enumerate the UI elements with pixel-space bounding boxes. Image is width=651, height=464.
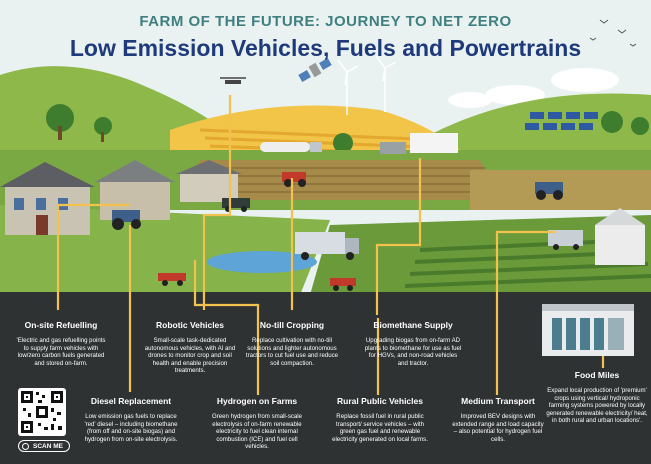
drone-icon bbox=[220, 77, 246, 84]
topic-description: Improved BEV designs with extended range… bbox=[452, 413, 544, 443]
wind-turbines bbox=[337, 55, 397, 115]
topic-on-site-refuelling: On-site Refuelling 'Electric and gas ref… bbox=[15, 320, 107, 367]
topic-title: Biomethane Supply bbox=[373, 320, 453, 330]
topic-description: Replace cultivation with no-till solutio… bbox=[245, 337, 339, 367]
topic-robotic-vehicles: Robotic Vehicles Small-scale task-dedica… bbox=[140, 320, 240, 375]
topic-title: Diesel Replacement bbox=[90, 396, 172, 406]
scan-me-label: SCAN ME bbox=[33, 443, 63, 450]
cloud bbox=[551, 68, 619, 92]
van-icon bbox=[548, 230, 583, 250]
tractor-icon bbox=[112, 210, 141, 230]
tractor-blue-right-icon bbox=[535, 182, 563, 200]
outbuilding bbox=[176, 160, 242, 202]
storage-building bbox=[380, 133, 458, 154]
topic-title: Medium Transport bbox=[461, 396, 535, 406]
topic-description: Upgrading biogas from on-farm AD plants … bbox=[364, 337, 462, 367]
topic-title: No-till Cropping bbox=[259, 320, 325, 330]
topic-description: Replace fossil fuel in rural public tran… bbox=[332, 413, 428, 443]
cloud bbox=[485, 85, 545, 105]
connector-lines bbox=[56, 95, 605, 395]
crop-rows-lines bbox=[184, 167, 497, 193]
topic-no-till-cropping: No-till Cropping Replace cultivation wit… bbox=[243, 320, 341, 367]
topic-title: Robotic Vehicles bbox=[155, 320, 225, 330]
topic-diesel-replacement: Diesel Replacement Low emission gas fuel… bbox=[82, 396, 180, 443]
robot-vehicle-icon-2 bbox=[330, 278, 356, 291]
robot-vehicle-icon bbox=[158, 273, 186, 286]
topic-food-miles: Food Miles Expand local production of 'p… bbox=[545, 370, 649, 425]
topic-description: Low emission gas fuels to replace 'red' … bbox=[84, 413, 178, 443]
topic-title: On-site Refuelling bbox=[24, 320, 98, 330]
topic-medium-transport: Medium Transport Improved BEV designs wi… bbox=[452, 396, 544, 443]
greenhouse bbox=[595, 208, 645, 265]
satellite-icon bbox=[298, 58, 332, 82]
topic-rural-public-vehicles: Rural Public Vehicles Replace fossil fue… bbox=[328, 396, 432, 443]
topic-description: Expand local production of 'premium' cro… bbox=[546, 387, 648, 425]
topic-description: Small-scale task-dedicated autonomous ve… bbox=[144, 337, 236, 375]
topic-title: Rural Public Vehicles bbox=[337, 396, 423, 406]
pond bbox=[207, 251, 317, 273]
tanker-icon bbox=[260, 142, 322, 152]
page-kicker: FARM OF THE FUTURE: JOURNEY TO NET ZERO bbox=[139, 13, 512, 30]
vertical-farm-building bbox=[542, 304, 634, 356]
farmhouse bbox=[0, 162, 95, 235]
truck-icon bbox=[295, 232, 359, 260]
scan-icon bbox=[22, 443, 29, 450]
qr-code-icon bbox=[21, 391, 63, 433]
topic-hydrogen-on-farms: Hydrogen on Farms Green hydrogen from sm… bbox=[205, 396, 309, 451]
cloud bbox=[448, 92, 492, 108]
topic-description: 'Electric and gas refuelling points to s… bbox=[16, 337, 106, 367]
qr-code[interactable] bbox=[18, 388, 66, 436]
tractor-red-icon bbox=[282, 172, 306, 187]
veg-rows bbox=[404, 238, 651, 288]
topic-biomethane-supply: Biomethane Supply Upgrading biogas from … bbox=[363, 320, 463, 367]
solar-farm bbox=[525, 112, 598, 130]
scan-me-button[interactable]: SCAN ME bbox=[18, 440, 70, 452]
page-title: Low Emission Vehicles, Fuels and Powertr… bbox=[69, 35, 582, 61]
topic-title: Food Miles bbox=[574, 370, 620, 380]
topic-description: Green hydrogen from small-scale electrol… bbox=[211, 413, 303, 451]
birds-icon bbox=[589, 19, 637, 47]
topic-title: Hydrogen on Farms bbox=[216, 396, 298, 406]
